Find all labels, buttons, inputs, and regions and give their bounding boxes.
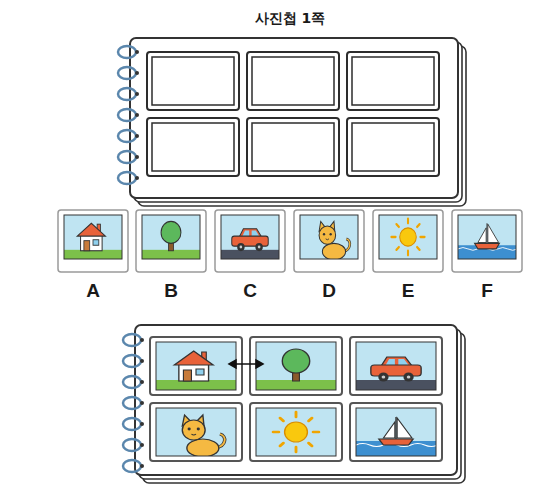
photo-card: F: [452, 210, 522, 272]
card-letter: D: [284, 280, 374, 302]
top-album: [118, 38, 466, 206]
photo-card: B: [136, 210, 206, 272]
photo-card: E: [373, 210, 443, 272]
swap-arrow: [229, 360, 263, 368]
card-letter: A: [48, 280, 138, 302]
photo-card: C: [215, 210, 285, 272]
card-letter: F: [442, 280, 532, 302]
photo-card: A: [58, 210, 128, 272]
album-title: 사진첩 1쪽: [190, 10, 390, 28]
card-letter: E: [363, 280, 453, 302]
photo-cards: [58, 210, 522, 272]
card-letter: C: [205, 280, 295, 302]
photo-card: D: [294, 210, 364, 272]
filled-album: [123, 325, 465, 483]
card-letter: B: [126, 280, 216, 302]
